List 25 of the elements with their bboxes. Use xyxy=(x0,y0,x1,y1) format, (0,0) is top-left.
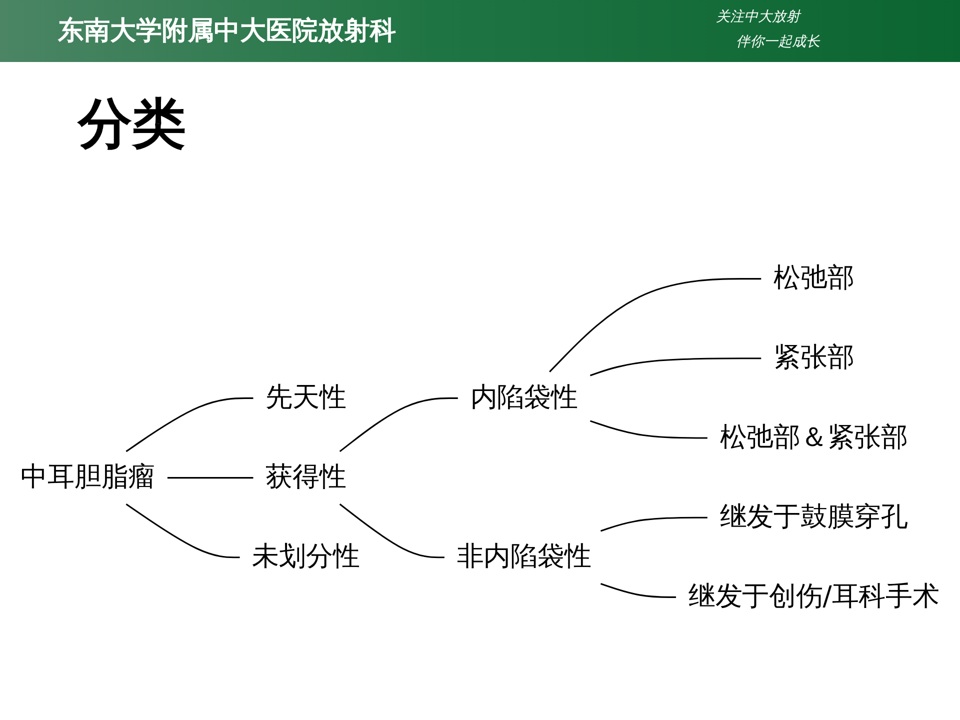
connector xyxy=(590,358,762,376)
connector xyxy=(126,397,254,452)
node-text: 非内陷袋性 xyxy=(456,541,592,572)
header-slogan: 伴你一起成长 xyxy=(736,33,820,51)
connector xyxy=(590,420,708,439)
header-slogan: 关注中大放射 xyxy=(716,8,800,26)
node-text: 松弛部 xyxy=(774,262,854,294)
node-text: 继发于鼓膜穿孔 xyxy=(720,502,908,533)
node-text: 未划分性 xyxy=(252,541,360,572)
connector xyxy=(126,504,240,558)
header-title: 东南大学附属中大医院放射科 xyxy=(58,15,396,48)
connector xyxy=(549,278,762,372)
node-text: 紧张部 xyxy=(774,342,854,374)
node-text: 继发于创伤/耳科手术 xyxy=(688,581,940,612)
connector xyxy=(600,583,676,598)
connector xyxy=(339,504,444,558)
connector xyxy=(167,477,254,479)
node-text: 获得性 xyxy=(266,462,346,493)
connector xyxy=(600,516,708,532)
slide-title: 分类 xyxy=(78,92,186,157)
connector xyxy=(339,397,458,452)
node-text: 内陷袋性 xyxy=(470,382,578,414)
node-text: 松弛部＆紧张部 xyxy=(720,422,908,453)
node-text: 中耳胆脂瘤 xyxy=(20,462,156,493)
node-text: 先天性 xyxy=(266,382,346,414)
